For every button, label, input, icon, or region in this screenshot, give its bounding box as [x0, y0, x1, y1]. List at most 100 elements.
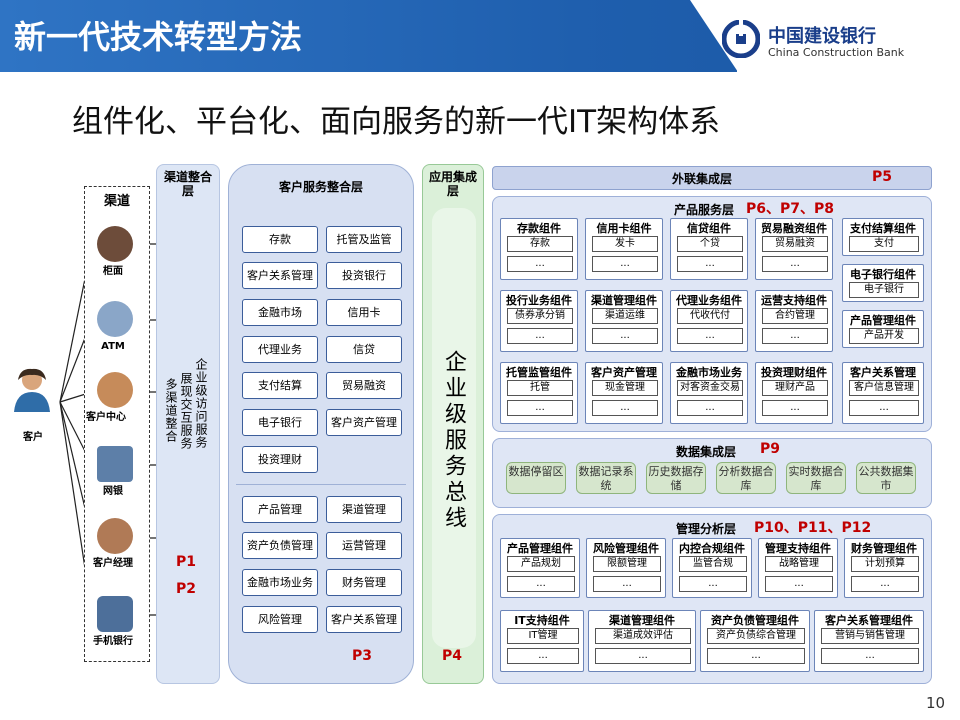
channel-feature-2: 展现交互服务	[179, 372, 193, 450]
component-name: 托管监管组件	[506, 366, 572, 379]
component-card: 客户资产管理现金管理...	[585, 362, 663, 424]
data-layer-title: 数据集成层	[676, 445, 737, 459]
cs-layer-title: 客户服务整合层	[278, 180, 363, 194]
component-card: 投行业务组件债券承分销...	[500, 290, 578, 352]
component-name: 内控合规组件	[679, 542, 745, 555]
ref-p4: P4	[442, 648, 463, 664]
component-card: 金融市场业务对客资金交易...	[670, 362, 748, 424]
component-card: 投资理财组件理财产品...	[755, 362, 833, 424]
channel-label-call-center: 客户中心	[86, 412, 126, 423]
ref-p6-p8: P6、P7、P8	[746, 201, 835, 217]
cs-item: 托管及监管	[326, 226, 402, 253]
bank-name-en: China Construction Bank	[768, 46, 905, 59]
app-layer-title: 应用集成层	[428, 170, 477, 198]
cs-item: 客户关系管理	[326, 606, 402, 633]
component-item: 存款	[507, 236, 573, 252]
component-card: 管理支持组件战略管理...	[758, 538, 838, 598]
component-name: 产品管理组件	[850, 314, 916, 327]
atm-icon	[97, 301, 133, 337]
component-item: 资产负债综合管理	[707, 628, 805, 644]
cs-item: 贸易融资	[326, 372, 402, 399]
ref-p3: P3	[352, 648, 373, 664]
mobile-banking-icon	[97, 596, 133, 632]
component-item: 个贷	[677, 236, 743, 252]
component-name: 投资理财组件	[761, 366, 827, 379]
component-name: 信用卡组件	[596, 222, 652, 235]
customer-label: 客户	[23, 432, 43, 443]
slide-title: 新一代技术转型方法	[14, 18, 303, 56]
component-card: 信用卡组件发卡...	[585, 218, 663, 280]
component-name: 贸易融资组件	[761, 222, 827, 235]
component-item: 监管合规	[679, 556, 747, 572]
component-item: 电子银行	[849, 282, 919, 298]
component-ellipsis: ...	[707, 648, 805, 664]
call-center-icon	[97, 372, 133, 408]
ccb-logo-icon	[722, 20, 760, 58]
cs-item: 财务管理	[326, 569, 402, 596]
bank-logo: 中国建设银行 China Construction Bank	[722, 20, 952, 66]
external-layer-title: 外联集成层	[672, 172, 733, 186]
data-store-tile: 数据停留区	[506, 462, 566, 494]
component-card: 渠道管理组件渠道成效评估...	[588, 610, 696, 672]
component-ellipsis: ...	[765, 576, 833, 592]
component-card: 运营支持组件合约管理...	[755, 290, 833, 352]
component-card: 内控合规组件监管合规...	[672, 538, 752, 598]
data-store-tile: 历史数据存储	[646, 462, 706, 494]
account-manager-icon	[97, 518, 133, 554]
cs-item: 风险管理	[242, 606, 318, 633]
component-name: 客户资产管理	[591, 366, 657, 379]
header-diagonal	[690, 0, 738, 72]
component-card: 财务管理组件计划预算...	[844, 538, 924, 598]
component-card: 产品管理组件产品开发	[842, 310, 924, 348]
component-name: 支付结算组件	[850, 222, 916, 235]
customer-icon	[12, 366, 52, 412]
component-ellipsis: ...	[762, 256, 828, 272]
product-layer-title: 产品服务层	[674, 203, 735, 217]
component-name: 存款组件	[517, 222, 561, 235]
data-store-tile: 实时数据合库	[786, 462, 846, 494]
cs-item: 资产负债管理	[242, 532, 318, 559]
ref-p9: P9	[760, 441, 781, 457]
component-name: 资产负债管理组件	[711, 614, 799, 627]
cs-item: 信贷	[326, 336, 402, 363]
channel-label-atm: ATM	[101, 341, 125, 352]
cs-item: 运营管理	[326, 532, 402, 559]
cs-item: 支付结算	[242, 372, 318, 399]
component-item: 托管	[507, 380, 573, 396]
component-card: 信贷组件个贷...	[670, 218, 748, 280]
component-ellipsis: ...	[507, 400, 573, 416]
component-ellipsis: ...	[849, 400, 919, 416]
cs-item: 金融市场业务	[242, 569, 318, 596]
component-item: 债券承分销	[507, 308, 573, 324]
ref-p5: P5	[872, 169, 893, 185]
component-name: 运营支持组件	[761, 294, 827, 307]
counter-icon	[97, 226, 133, 262]
cs-item: 代理业务	[242, 336, 318, 363]
component-ellipsis: ...	[507, 256, 573, 272]
ref-p10-p12: P10、P11、P12	[754, 520, 872, 536]
cs-divider	[236, 484, 406, 485]
cs-item: 渠道管理	[326, 496, 402, 523]
component-name: 客户关系管理	[850, 366, 916, 379]
component-card: 代理业务组件代收代付...	[670, 290, 748, 352]
component-card: 产品管理组件产品规划...	[500, 538, 580, 598]
channel-feature-3: 多渠道整合	[164, 378, 178, 443]
channel-layer-title: 渠道整合层	[163, 170, 212, 198]
header-logo-area	[737, 0, 960, 72]
component-ellipsis: ...	[679, 576, 747, 592]
cs-item: 存款	[242, 226, 318, 253]
component-item: 合约管理	[762, 308, 828, 324]
component-item: 计划预算	[851, 556, 919, 572]
component-ellipsis: ...	[592, 400, 658, 416]
component-name: 产品管理组件	[507, 542, 573, 555]
component-card: 存款组件存款...	[500, 218, 578, 280]
component-card: 贸易融资组件贸易融资...	[755, 218, 833, 280]
web-banking-icon	[97, 446, 133, 482]
component-ellipsis: ...	[851, 576, 919, 592]
component-item: 发卡	[592, 236, 658, 252]
channel-group-title: 渠道	[103, 194, 130, 209]
component-name: 渠道管理组件	[591, 294, 657, 307]
component-item: 现金管理	[592, 380, 658, 396]
